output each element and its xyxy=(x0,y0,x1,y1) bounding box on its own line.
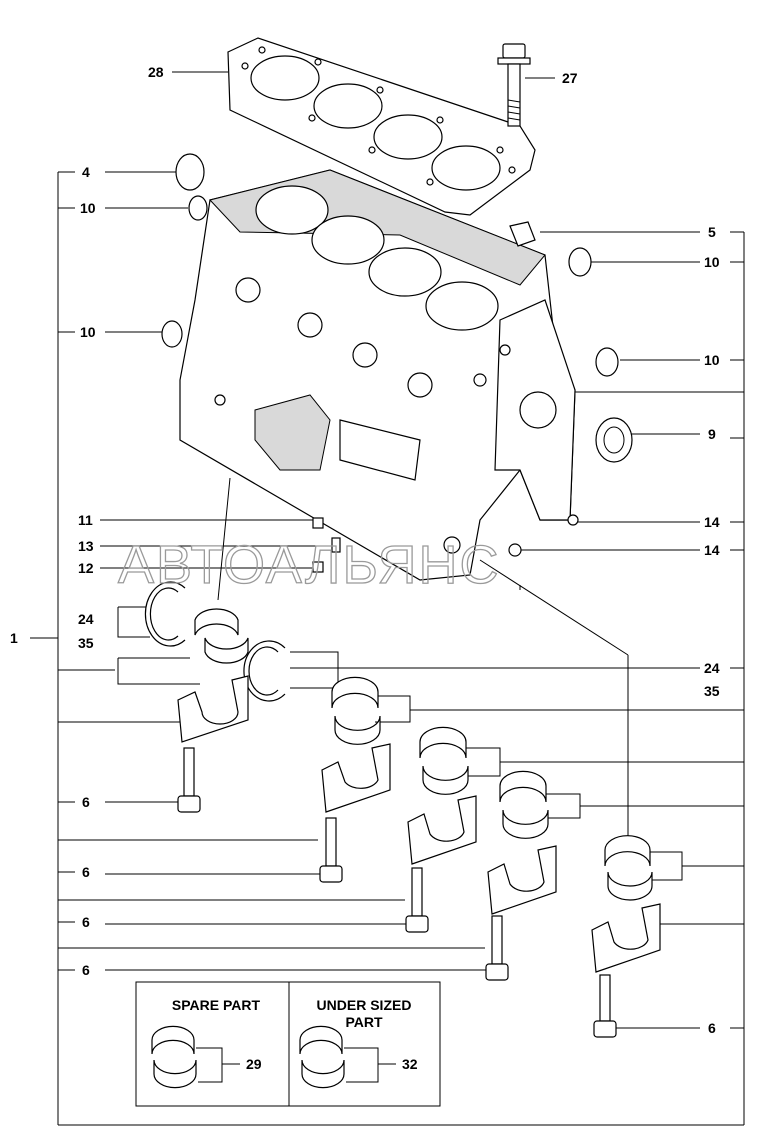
leader-lines xyxy=(30,71,745,1126)
plug-10-right xyxy=(595,347,619,377)
callout-35-b: 35 xyxy=(704,683,720,699)
plug-12 xyxy=(312,561,324,573)
plug-10-left xyxy=(161,320,183,348)
callout-6-a: 6 xyxy=(82,794,90,810)
bearing-caps xyxy=(177,675,661,973)
rear-seal-9 xyxy=(595,417,633,463)
callout-28: 28 xyxy=(148,64,164,80)
callout-labels: 28 27 4 10 5 10 10 10 9 11 13 12 14 14 1… xyxy=(10,64,720,1072)
head-bolt xyxy=(497,43,531,127)
callout-6-c: 6 xyxy=(82,914,90,930)
callout-5: 5 xyxy=(708,224,716,240)
callout-32: 32 xyxy=(402,1056,418,1072)
callout-27: 27 xyxy=(562,70,578,86)
callout-13: 13 xyxy=(78,538,94,554)
callout-10-a: 10 xyxy=(80,200,96,216)
spare-part-title: SPARE PART xyxy=(172,997,261,1013)
callout-9: 9 xyxy=(708,426,716,442)
cylinder-block xyxy=(179,169,576,581)
callout-11: 11 xyxy=(78,512,93,528)
callout-6-b: 6 xyxy=(82,864,90,880)
plug-11 xyxy=(312,517,324,529)
callout-24-b: 24 xyxy=(704,660,720,676)
plug-10-top xyxy=(188,195,208,221)
spare-parts-legend: SPARE PART UNDER SIZED PART xyxy=(135,981,441,1107)
seals-and-plugs xyxy=(161,153,633,573)
callout-12: 12 xyxy=(78,560,94,576)
main-bearing-bolts xyxy=(177,747,617,1038)
callout-10-d: 10 xyxy=(704,352,720,368)
plug-4 xyxy=(175,153,205,191)
callout-4: 4 xyxy=(82,164,90,180)
plug-14b xyxy=(508,543,522,557)
callout-14-a: 14 xyxy=(704,514,720,530)
callout-29: 29 xyxy=(246,1056,262,1072)
plug-5 xyxy=(509,221,536,247)
callout-24-a: 24 xyxy=(78,611,94,627)
callout-6-d: 6 xyxy=(82,962,90,978)
watermark: АВТОАЛЬЯНС xyxy=(118,535,500,595)
head-gasket xyxy=(227,37,536,216)
under-sized-title-line1: UNDER SIZED xyxy=(317,997,412,1013)
under-sized-title-line2: PART xyxy=(345,1014,383,1030)
callout-10-b: 10 xyxy=(704,254,720,270)
callout-10-c: 10 xyxy=(80,324,96,340)
callout-14-b: 14 xyxy=(704,542,720,558)
plug-14a xyxy=(567,514,579,526)
plug-10-right-top xyxy=(568,247,592,277)
callout-1: 1 xyxy=(10,630,18,646)
callout-6-e: 6 xyxy=(708,1020,716,1036)
callout-35-a: 35 xyxy=(78,635,94,651)
thrust-washers xyxy=(144,581,286,702)
dowel-13 xyxy=(331,537,341,553)
main-bearings xyxy=(194,608,653,901)
